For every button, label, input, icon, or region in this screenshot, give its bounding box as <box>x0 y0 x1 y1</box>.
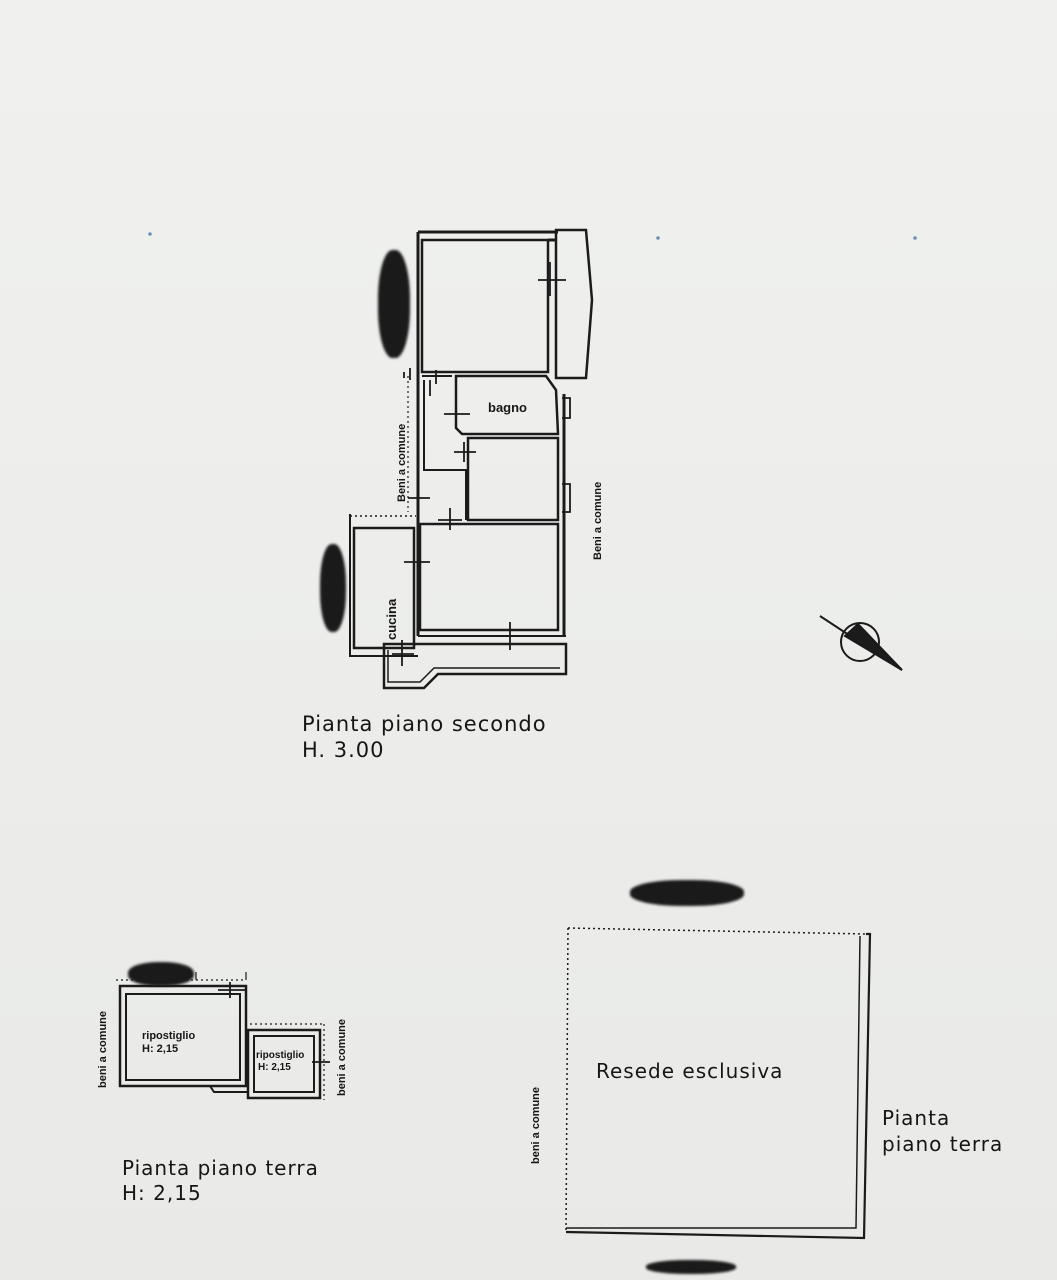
redaction-mark-4 <box>128 962 194 986</box>
ground-floor-storage-height: H: 2,15 <box>122 1181 202 1205</box>
yard-boundary <box>565 927 872 1240</box>
second-floor-title: Pianta piano secondo <box>302 712 547 736</box>
storage-room-1-name: ripostiglio <box>142 1030 196 1042</box>
north-arrow-icon <box>819 615 903 671</box>
storage-room-2-name: ripostiglio <box>256 1050 305 1061</box>
storage-common-label-left: beni a comune <box>97 1010 109 1088</box>
yard-common-label: beni a comune <box>530 1086 542 1164</box>
room-label-cucina: cucina <box>384 598 399 640</box>
common-area-label-right: Beni a comune <box>592 481 604 560</box>
redaction-mark-5 <box>646 1260 736 1274</box>
redaction-mark-2 <box>320 544 346 632</box>
yard-title-line-2: piano terra <box>882 1132 1004 1156</box>
room-label-bagno: bagno <box>488 400 527 415</box>
ground-floor-storage-title: Pianta piano terra <box>122 1156 319 1180</box>
second-floor-height: H. 3.00 <box>302 738 385 762</box>
storage-room-2-height: H: 2,15 <box>258 1062 291 1073</box>
second-floor-walls <box>349 228 594 690</box>
second-floor-openings <box>392 262 571 666</box>
yard-area-label: Resede esclusiva <box>596 1059 784 1083</box>
storage-common-label-right: beni a comune <box>336 1018 348 1096</box>
storage-room-1-height: H: 2,15 <box>142 1043 179 1055</box>
ground-floor-storage-walls <box>118 982 330 1100</box>
redaction-mark-3 <box>630 880 744 906</box>
redaction-mark-1 <box>378 250 410 358</box>
common-area-label-left: Beni a comune <box>396 423 408 502</box>
yard-title-line-1: Pianta <box>882 1106 951 1130</box>
